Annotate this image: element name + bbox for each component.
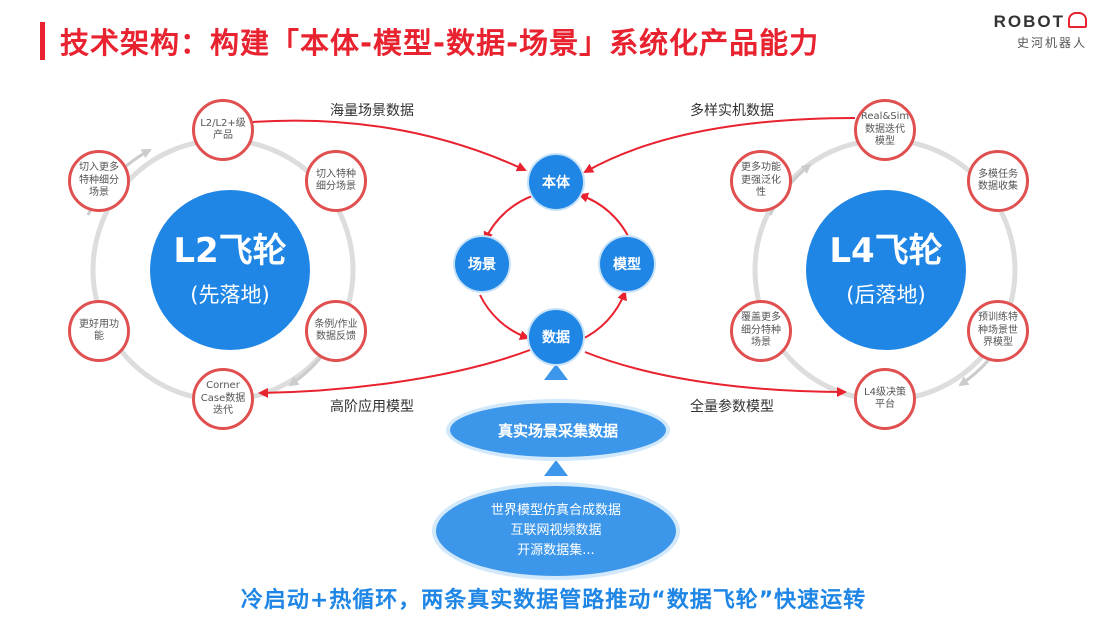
- up-arrow-icon: [544, 364, 568, 380]
- left-node-more-scenes: 切入更多特种细分场景: [68, 150, 130, 212]
- right-node-l4-platform: L4级决策平台: [854, 368, 916, 430]
- core-node-scene: 场景: [455, 237, 509, 291]
- core-arc-4: [578, 192, 631, 241]
- company-logo: ROBOT 史河机器人: [994, 12, 1087, 51]
- up-arrow-icon: [544, 460, 568, 476]
- logo-subtitle: 史河机器人: [1016, 36, 1087, 50]
- l2-flywheel-hub: L2飞轮 (先落地): [150, 190, 310, 350]
- left-node-ops-feedback: 条例/作业数据反馈: [305, 300, 367, 362]
- l4-flywheel-subtitle: (后落地): [846, 283, 926, 308]
- right-node-more-scenes: 覆盖更多细分特种场景: [730, 300, 792, 362]
- logo-text: ROBOT: [993, 12, 1065, 31]
- right-node-real-sim: Real&Sim数据迭代模型: [854, 99, 916, 161]
- left-node-entry-special: 切入特种细分场景: [305, 150, 367, 212]
- right-node-world-model: 预训练特种场景世界模型: [967, 300, 1029, 362]
- left-node-l2-product: L2/L2+级产品: [192, 99, 254, 161]
- core-node-data: 数据: [529, 310, 583, 364]
- core-node-body: 本体: [529, 155, 583, 209]
- l4-flywheel-hub: L4飞轮 (后落地): [806, 190, 966, 350]
- core-arc-1: [483, 194, 536, 242]
- page-title: 技术架构：构建「本体-模型-数据-场景」系统化产品能力: [60, 26, 820, 60]
- right-node-multitask-data: 多模任务数据收集: [967, 150, 1029, 212]
- l2-flywheel-title: L2飞轮: [173, 230, 287, 271]
- right-node-generalization: 更多功能更强泛化性: [730, 150, 792, 212]
- edge-top-right: [583, 117, 856, 173]
- left-node-corner-case: Corner Case数据迭代: [192, 368, 254, 430]
- core-node-model: 模型: [600, 237, 654, 291]
- core-arc-3: [579, 290, 627, 341]
- source-line-world-model: 世界模型仿真合成数据: [490, 502, 621, 518]
- source-line-internet-video: 互联网视频数据: [510, 522, 602, 538]
- left-node-better-features: 更好用功能: [68, 300, 130, 362]
- l4-flywheel-title: L4飞轮: [829, 230, 943, 271]
- source-line-open-dataset: 开源数据集...: [517, 543, 595, 559]
- edge-top-left: [252, 119, 527, 172]
- edge-label-advanced-app-model: 高阶应用模型: [330, 399, 414, 415]
- edge-label-diverse-real-data: 多样实机数据: [690, 103, 774, 119]
- l2-flywheel-subtitle: (先落地): [190, 283, 270, 308]
- footer-caption: 冷启动+热循环，两条真实数据管路推动“数据飞轮”快速运转: [240, 588, 867, 613]
- edge-label-massive-scene-data: 海量场景数据: [330, 103, 414, 119]
- auxiliary-data-sources: 世界模型仿真合成数据 互联网视频数据 开源数据集...: [436, 486, 676, 576]
- edge-label-full-param-model: 全量参数模型: [690, 399, 774, 415]
- edge-bottom-left: [258, 349, 531, 398]
- title-accent-bar: [40, 22, 45, 60]
- core-arc-2: [479, 294, 530, 341]
- robot-head-icon: [1068, 12, 1087, 28]
- edge-bottom-right: [584, 351, 847, 397]
- real-scene-data-source: 真实场景采集数据: [450, 403, 666, 457]
